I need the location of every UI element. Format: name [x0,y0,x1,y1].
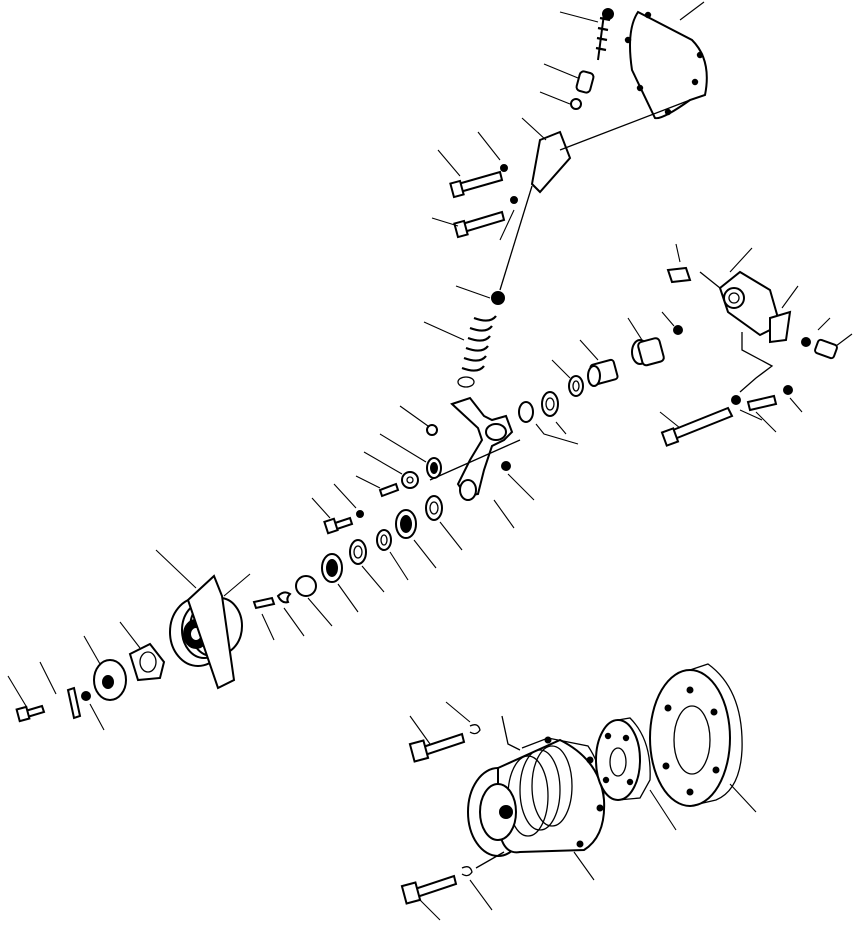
bottom-bolts [400,701,521,921]
mounting-bracket [666,243,799,393]
cover-plate [624,1,708,120]
hub-screws [7,661,105,731]
small-screw-center [311,483,364,535]
washer-stack-center [355,405,442,498]
bracket-hardware [746,317,853,433]
adjusting-rod [559,8,614,61]
snap-ring-pair [252,591,305,641]
flange-ring [649,663,757,813]
bearing-pair [518,359,584,445]
pulley-hub [83,635,127,701]
bearing-row-center [295,495,463,627]
bushing-pair [579,311,683,387]
shim-plate [119,621,166,682]
clevis-pin [539,63,595,110]
long-bolt-right [659,395,763,447]
bolt-middle [431,196,518,241]
drive-pulley [467,736,606,881]
coil-spring [423,315,497,388]
adapter-disc [595,717,677,831]
lock-nut [455,285,505,305]
release-fork [429,396,535,529]
tensioner-pulley [155,549,251,690]
bell-crank [499,99,691,291]
bolt-upper [437,131,508,199]
